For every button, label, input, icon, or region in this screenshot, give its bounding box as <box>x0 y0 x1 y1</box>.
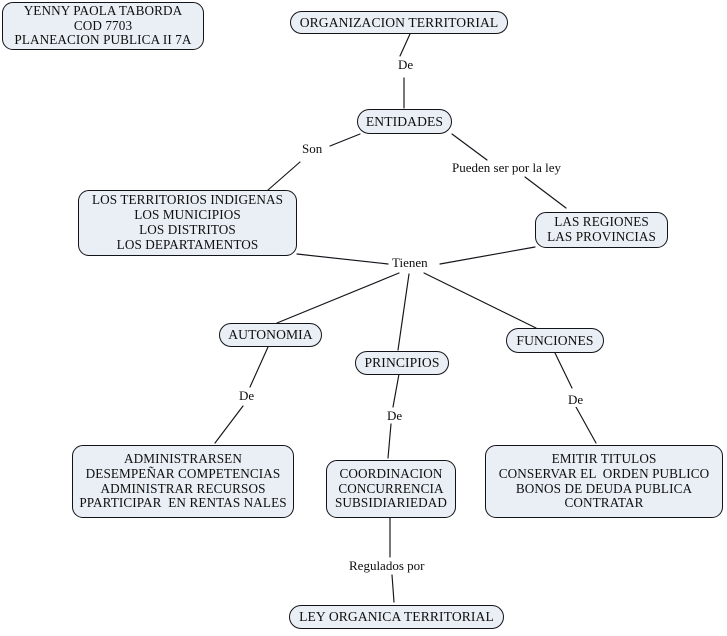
link-label-pueden-ser-por-la-ley: Pueden ser por la ley <box>450 160 564 175</box>
node-line-4: PPARTICIPAR EN RENTAS NALES <box>79 495 287 511</box>
node-label: AUTONOMIA <box>228 327 313 343</box>
node-label: LEY ORGANICA TERRITORIAL <box>299 609 494 625</box>
link-label-tienen: Tienen <box>390 255 430 270</box>
node-organizacion-territorial[interactable]: ORGANIZACION TERRITORIAL <box>290 11 508 34</box>
link-label-de-root: De <box>396 57 416 72</box>
node-ley-organica-territorial[interactable]: LEY ORGANICA TERRITORIAL <box>289 605 504 629</box>
node-entidades[interactable]: ENTIDADES <box>357 109 452 134</box>
node-funciones[interactable]: FUNCIONES <box>506 328 604 353</box>
node-label: PRINCIPIOS <box>364 355 440 371</box>
node-autonomia-detalle[interactable]: ADMINISTRARSEN DESEMPEÑAR COMPETENCIAS A… <box>72 445 294 518</box>
node-territorios-municipios-distritos-departamentos[interactable]: LOS TERRITORIOS INDIGENAS LOS MUNICIPIOS… <box>78 190 297 256</box>
node-line-1: EMITIR TITULOS <box>551 450 657 466</box>
node-line-4: LOS DEPARTAMENTOS <box>116 236 259 252</box>
author-line-2: COD 7703 <box>73 17 133 33</box>
node-line-1: LOS TERRITORIOS INDIGENAS <box>91 192 284 208</box>
node-regiones-provincias[interactable]: LAS REGIONES LAS PROVINCIAS <box>535 212 668 248</box>
node-autonomia[interactable]: AUTONOMIA <box>219 323 322 347</box>
node-line-3: BONOS DE DEUDA PUBLICA <box>515 480 693 496</box>
node-principios[interactable]: PRINCIPIOS <box>355 351 449 375</box>
node-line-1: LAS REGIONES <box>554 214 649 230</box>
node-line-1: COORDINACION <box>339 465 443 481</box>
author-box: YENNY PAOLA TABORDA COD 7703 PLANEACION … <box>2 2 204 50</box>
node-line-1: ADMINISTRARSEN <box>124 450 242 466</box>
link-label-son: Son <box>300 141 325 156</box>
link-label-regulados-por: Regulados por <box>347 558 427 573</box>
node-line-4: CONTRATAR <box>564 495 644 511</box>
node-principios-detalle[interactable]: COORDINACION CONCURRENCIA SUBSIDIARIEDAD <box>326 460 456 518</box>
node-line-3: SUBSIDIARIEDAD <box>334 495 448 511</box>
node-line-3: ADMINISTRAR RECURSOS <box>100 480 266 496</box>
node-line-2: DESEMPEÑAR COMPETENCIAS <box>85 465 281 481</box>
node-line-2: LOS MUNICIPIOS <box>134 207 241 223</box>
node-line-2: LAS PROVINCIAS <box>547 229 656 244</box>
node-line-3: LOS DISTRITOS <box>139 222 236 237</box>
link-label-de-principios: De <box>385 408 405 423</box>
link-label-de-autonomia: De <box>237 388 257 403</box>
node-line-2: CONCURRENCIA <box>338 480 444 496</box>
node-label: FUNCIONES <box>516 332 594 348</box>
node-label: ENTIDADES <box>365 113 444 129</box>
link-label-de-funciones: De <box>566 392 586 407</box>
author-line-1: YENNY PAOLA TABORDA <box>23 2 183 18</box>
node-line-2: CONSERVAR EL ORDEN PUBLICO <box>498 465 710 481</box>
node-funciones-detalle[interactable]: EMITIR TITULOS CONSERVAR EL ORDEN PUBLIC… <box>485 445 723 518</box>
node-label: ORGANIZACION TERRITORIAL <box>299 14 499 30</box>
author-line-3: PLANEACION PUBLICA II 7A <box>14 32 192 48</box>
